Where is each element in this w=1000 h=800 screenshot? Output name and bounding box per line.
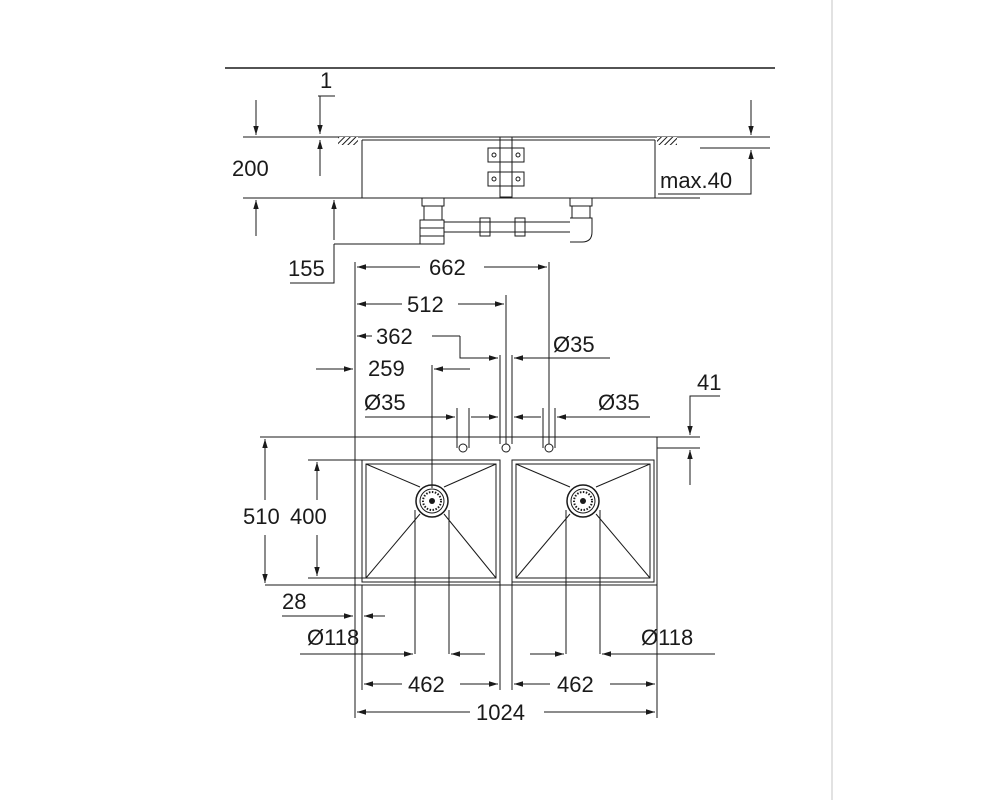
dim-510-label: 510 [243, 504, 280, 529]
center-bracket [499, 136, 513, 198]
tap-holes [458, 443, 554, 453]
tap-hole-center [501, 443, 511, 453]
dim-362-label: 362 [376, 324, 413, 349]
basin-side-outline [361, 140, 656, 199]
bowl-right [511, 459, 655, 583]
drain-fitting-right [569, 197, 593, 243]
dim-dia35-left-label: Ø35 [364, 390, 406, 415]
bowl-left [361, 459, 501, 583]
dim-400-label: 400 [290, 504, 327, 529]
dim-41-label: 41 [697, 370, 721, 395]
mount-block-left [338, 137, 358, 145]
dim-662-label: 662 [429, 255, 466, 280]
dim-28-label: 28 [282, 589, 306, 614]
drain-fitting-left [419, 197, 445, 245]
dim-462-left-label: 462 [408, 672, 445, 697]
sink-flange-outline [354, 436, 658, 586]
connecting-pipe [444, 217, 570, 237]
dim-1-label: 1 [320, 68, 332, 93]
side-view: 1 200 155 max.40 [225, 67, 775, 284]
tap-hole-left [458, 443, 468, 453]
dim-dia35-top-right-label: Ø35 [553, 332, 595, 357]
dim-dia118-right-label: Ø118 [641, 625, 693, 650]
dim-259-label: 259 [368, 356, 405, 381]
mount-block-right [657, 137, 677, 145]
tap-hole-right [544, 443, 554, 453]
dim-dia35-right-label: Ø35 [598, 390, 640, 415]
dim-max40-label: max.40 [660, 168, 732, 193]
dim-462-right-label: 462 [557, 672, 594, 697]
dim-dia118-left-label: Ø118 [307, 625, 359, 650]
top-view: 662 512 362 Ø35 259 Ø35 Ø35 41 510 [243, 255, 721, 725]
dim-155-label: 155 [288, 256, 325, 281]
dim-512-label: 512 [407, 292, 444, 317]
dim-200-label: 200 [232, 156, 269, 181]
dim-1024-label: 1024 [476, 700, 525, 725]
